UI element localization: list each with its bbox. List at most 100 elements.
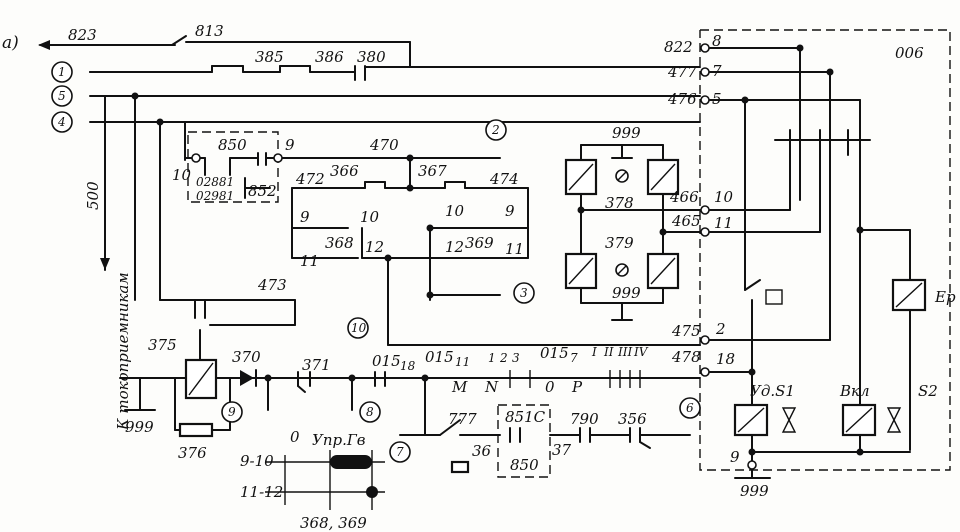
label-switches-c10b: 10 [445,202,465,220]
label-controller-N: N [484,378,499,396]
label-wires-w371: 371 [302,356,331,374]
label-wires-w823: 823 [68,26,97,44]
label-wires-w375: 375 [148,336,177,354]
label-cabinet-p465: 465 [671,212,701,230]
label-relay_block-l9: 9 [285,136,295,154]
label-coils-ep: Ер [934,288,956,306]
label-wires-w380: 380 [357,48,386,66]
label-terminals-t1: 1 [58,65,66,79]
line-114 [744,279,761,291]
label-cabinet-n2: 2 [715,320,726,338]
side-label: К токоприемникам [114,272,132,431]
rect-159 [450,460,470,474]
circle-212 [747,460,757,470]
label-cabinet-p475: 475 [671,322,701,340]
label-cabinet-p478: 478 [671,348,701,366]
label-terminals-t5: 5 [58,89,66,103]
rect-43 [187,131,279,203]
label-meters-m378: 378 [605,194,634,212]
circle-194 [577,206,585,214]
circle-186 [406,154,414,162]
line-82 [568,163,594,191]
polygon-127 [781,407,797,422]
label-cabinet-p477: 477 [667,63,697,81]
label-wires-w368_369: 368, 369 [300,514,367,532]
circle-190 [426,291,434,299]
label-relay_block-l02881: 02881 [196,175,234,189]
circle-203 [191,153,201,163]
label-controller-n2: 2 [499,351,508,365]
label-legend-zero: 0 [290,428,300,446]
terminal-2 [485,119,507,141]
label-cabinet-n8: 8 [712,32,722,50]
label-controller-s7: 7 [570,351,578,365]
rect-116 [765,289,783,305]
label-terminals-t7: 7 [396,445,404,459]
block-851c [497,404,551,478]
terminal-3 [513,282,535,304]
label-terminals-t10: 10 [351,321,367,335]
panel-label: а) [2,33,19,53]
label-wires-w790: 790 [570,410,599,428]
label-controller-IV: IV [633,345,649,359]
label-wires-w385: 385 [255,48,284,66]
line-157 [439,419,461,436]
polygon-128 [781,418,797,433]
label-terminals-t8: 8 [366,405,374,419]
circle-183 [366,486,378,498]
circle-205 [700,43,710,53]
label-wires-w474: 474 [489,170,519,188]
label-terminals-t6: 6 [686,401,694,415]
circle-185 [156,118,164,126]
circle-188 [426,224,434,232]
label-wires-w366: 366 [330,162,359,180]
label-switches-r369: 369 [465,234,494,252]
circle-208 [700,205,710,215]
label-controller-c015c: 015 [540,344,569,362]
label-legend-row2: 11-12 [240,483,283,501]
label-legend-title: Упр.Гв [312,431,366,449]
circle-204 [273,153,283,163]
label-cabinet-n7: 7 [712,62,722,80]
label-controller-I: I [591,345,597,359]
line-96 [568,257,594,285]
circle-192 [348,374,356,382]
label-coils-ud: Уд.S1 [750,382,795,400]
line-150 [297,385,306,393]
circle-209 [700,227,710,237]
label-controller-s11: 11 [455,355,470,369]
label-terminals-t3: 3 [520,286,528,300]
label-controller-II: II [603,345,614,359]
terminal-4 [51,111,73,133]
line-126 [895,282,923,308]
label-controller-M: M [451,378,468,396]
label-cabinet-n10: 10 [714,188,734,206]
terminal-10 [347,317,369,339]
label-terminals-t9: 9 [228,405,236,419]
polygon-129 [886,407,902,422]
label-cabinet-n9: 9 [730,448,740,466]
label-wires-w386: 386 [315,48,344,66]
label-controller-O: 0 [545,378,555,396]
terminal-5 [51,85,73,107]
label-switches-c11b: 11 [505,240,524,258]
label-controller-n1: 1 [488,351,496,365]
line-2 [171,35,187,46]
label-wires-w376: 376 [178,444,207,462]
cabinet-boundary [699,29,951,471]
polygon-42 [100,258,110,270]
label-wires-w370: 370 [232,348,261,366]
label-cabinet-label: 006 [895,44,924,62]
line-97 [650,257,676,285]
label-cabinet-p476: 476 [667,90,697,108]
label-wires-w813: 813 [195,22,224,40]
circle-201 [748,448,756,456]
circle-197 [826,68,834,76]
label-wires-w999b: 999 [612,124,641,142]
label-cabinet-p466: 466 [669,188,699,206]
terminal-8 [359,401,381,423]
circle-198 [741,96,749,104]
label-switches-c9a: 9 [300,208,310,226]
